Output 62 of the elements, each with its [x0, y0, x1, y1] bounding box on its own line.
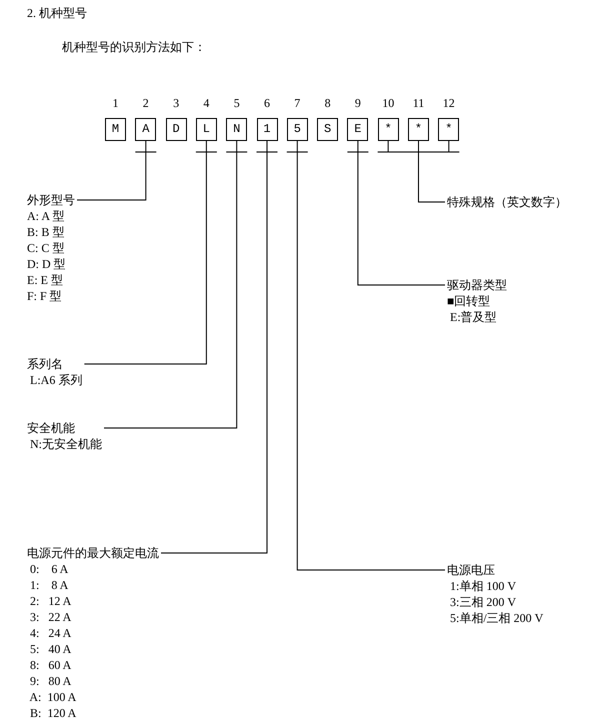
option-text: B: 120 A — [29, 705, 76, 721]
position-number: 4 — [202, 96, 210, 111]
position-number: 9 — [354, 96, 362, 111]
position-number: 1 — [112, 96, 120, 111]
option-text: 5: 40 A — [29, 641, 72, 657]
position-number: 8 — [324, 96, 332, 111]
position-number: 7 — [293, 96, 302, 111]
option-text: 9: 80 A — [29, 673, 72, 689]
position-number: 2 — [142, 96, 150, 111]
heading-title: 2. 机种型号 — [27, 5, 87, 22]
position-number: 5 — [232, 96, 241, 111]
description-heading: 系列名 — [27, 356, 63, 372]
leader-line — [84, 140, 207, 364]
leader-line — [76, 140, 146, 200]
code-character-box: M — [105, 118, 126, 141]
code-character-box: E — [347, 118, 368, 141]
option-text: A: 100 A — [28, 689, 76, 705]
position-number: 6 — [263, 96, 271, 111]
option-text: 1: 8 A — [29, 577, 68, 593]
code-character-box: 5 — [286, 118, 308, 141]
description-heading: 特殊规格（英文数字） — [447, 194, 567, 210]
option-text: E:普及型 — [449, 309, 497, 325]
position-number: 3 — [172, 96, 180, 111]
code-character-box: * — [378, 118, 399, 141]
option-text: N:无安全机能 — [29, 436, 102, 452]
option-text: B: B 型 — [27, 224, 64, 240]
option-text: 5:单相/三相 200 V — [449, 610, 544, 626]
position-number: 12 — [442, 96, 456, 111]
code-character-box: A — [135, 118, 156, 141]
description-heading: 电源元件的最大额定电流 — [27, 545, 159, 561]
leader-line — [104, 140, 238, 428]
option-text: F: F 型 — [27, 288, 62, 304]
option-text: 4: 24 A — [29, 625, 72, 641]
description-heading: 电源电压 — [447, 562, 495, 578]
leader-line — [160, 140, 268, 554]
code-character-box: N — [226, 118, 248, 141]
option-text: 0: 6 A — [29, 561, 68, 577]
code-character-box: S — [317, 118, 338, 141]
description-heading: 外形型号 — [27, 192, 75, 208]
position-number: 10 — [381, 96, 396, 111]
option-text: L:A6 系列 — [29, 372, 82, 388]
description-heading: 安全机能 — [27, 420, 75, 436]
option-text: C: C 型 — [27, 240, 64, 256]
code-character-box: * — [408, 118, 429, 141]
position-number: 11 — [412, 96, 426, 111]
option-text: 1:单相 100 V — [449, 578, 516, 594]
intro-text: 机种型号的识别方法如下： — [62, 39, 206, 56]
description-heading: 驱动器类型 — [447, 277, 507, 293]
code-character-box: 1 — [256, 118, 278, 141]
option-text: 3: 22 A — [29, 609, 72, 625]
option-text: 3:三相 200 V — [449, 594, 516, 610]
option-text: 8: 60 A — [29, 657, 72, 673]
option-text: ■回转型 — [447, 293, 490, 309]
code-character-box: * — [438, 118, 460, 141]
leader-line — [357, 140, 446, 286]
leader-line — [296, 140, 446, 570]
option-text: A: A 型 — [27, 208, 64, 224]
code-character-box: L — [196, 118, 217, 141]
code-character-box: D — [166, 118, 187, 141]
option-text: E: E 型 — [27, 272, 63, 288]
option-text: D: D 型 — [27, 256, 66, 272]
option-text: 2: 12 A — [29, 593, 72, 609]
